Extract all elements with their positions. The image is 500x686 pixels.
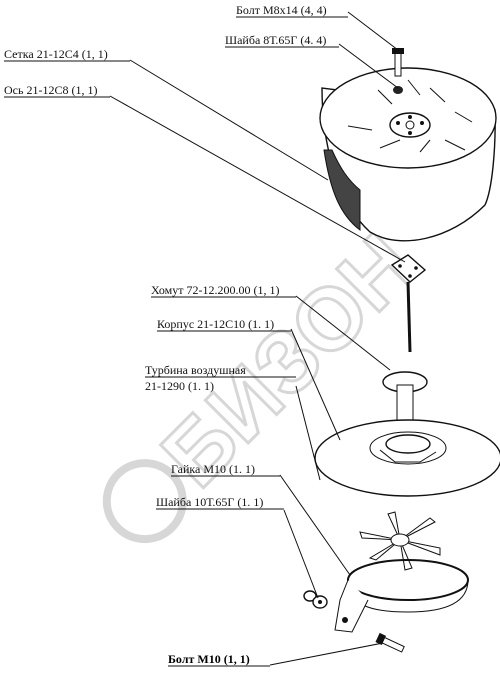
turbine-part — [314, 371, 500, 497]
leader-lines — [109, 11, 406, 666]
filter-cover-drum — [319, 67, 497, 242]
watermark-logo-icon — [102, 459, 187, 544]
label-washer-10t: Шайба 10Т.65Г (1. 1) — [156, 495, 263, 509]
axle-part — [390, 254, 427, 353]
washer-10t-part — [312, 595, 328, 609]
label-turbine-line1: Турбина воздушная — [145, 363, 246, 377]
washer-8t-part — [393, 86, 403, 94]
label-turbine-line2: 21-1290 (1. 1) — [145, 379, 214, 393]
label-clamp: Хомут 72-12.200.00 (1, 1) — [151, 283, 280, 297]
bolt-m10-part — [375, 632, 405, 653]
label-axle: Ось 21-12С8 (1, 1) — [4, 83, 97, 97]
nut-m10-part — [303, 590, 317, 602]
label-washer-8t: Шайба 8Т.65Г (4. 4) — [225, 33, 326, 47]
label-nut-m10: Гайка М10 (1. 1) — [171, 462, 255, 476]
bolt-m8-part — [392, 48, 404, 77]
label-bolt-m10: Болт М10 (1, 1) — [168, 652, 250, 666]
watermark: БИЗОН — [102, 213, 435, 544]
clamp-ring-part — [334, 559, 469, 633]
label-bolt-m8: Болт М8х14 (4, 4) — [236, 3, 327, 17]
label-mesh: Сетка 21-12С4 (1, 1) — [4, 47, 108, 61]
fan-impeller-part — [359, 511, 441, 571]
callout-labels: Болт М8х14 (4, 4) Шайба 8Т.65Г (4. 4) Се… — [4, 3, 348, 667]
label-housing: Корпус 21-12С10 (1. 1) — [157, 317, 274, 331]
mesh-window — [323, 149, 361, 232]
